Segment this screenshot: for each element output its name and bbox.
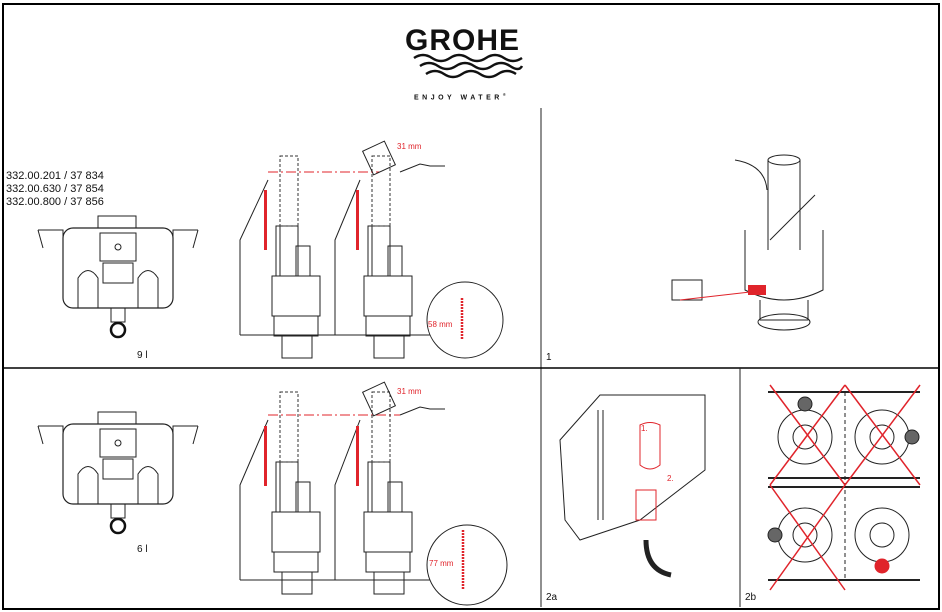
page-frame [2,3,940,610]
dimension-58mm: 58 mm [428,320,453,329]
valve-6l-drawing [239,381,508,606]
volume-label-9l: 9 l [137,350,148,361]
dimension-77mm: 77 mm [429,559,454,568]
model-numbers: 332.00.201 / 37 834 332.00.630 / 37 854 … [6,170,104,209]
flush-valve-step1-drawing [671,154,824,331]
brand-tagline: ENJOY WATER® [414,92,509,101]
cistern-9l-drawing [36,214,200,339]
grohe-waves-logo [413,53,524,79]
cistern-step2a-drawing [559,394,706,578]
model-number: 332.00.800 / 37 856 [6,196,104,208]
brand-logo: GROHE [405,24,521,57]
volume-label-6l: 6 l [137,544,148,555]
arrow-label-1: 1. [641,424,648,433]
registered-mark: ® [502,92,510,97]
arrow-label-2: 2. [667,474,674,483]
step-label-2a: 2a [546,592,558,603]
dimension-31mm: 31 mm [397,387,422,396]
model-number: 332.00.630 / 37 854 [6,183,104,195]
cistern-6l-drawing [36,410,200,535]
step-label-2b: 2b [745,592,757,603]
dimension-31mm: 31 mm [397,142,422,151]
mounting-positions-step2b-drawing [767,384,921,591]
tagline-text: ENJOY WATER [414,94,503,102]
model-number: 332.00.201 / 37 834 [6,170,104,182]
step-label-1: 1 [546,352,552,363]
valve-9l-drawing [239,140,504,359]
